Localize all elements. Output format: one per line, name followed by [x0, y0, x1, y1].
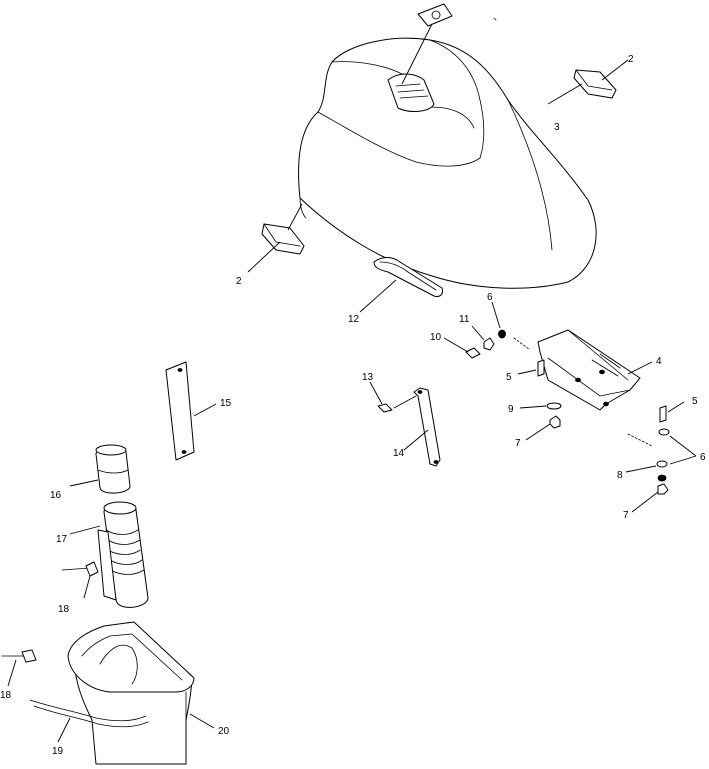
hood-bumper-part-2-left — [247, 203, 305, 273]
callout-13: 13 — [362, 372, 374, 383]
washer-part-9 — [519, 402, 562, 410]
washer-part-6-right — [627, 428, 697, 465]
strap-part-14 — [393, 387, 441, 467]
callout-19: 19 — [52, 746, 64, 757]
clamp-part-18-upper — [61, 561, 99, 599]
callout-17: 17 — [56, 534, 68, 545]
callout-2-left: 2 — [236, 276, 242, 287]
hood-bumper-part-2-right — [547, 59, 629, 105]
nut-part-11 — [471, 325, 495, 351]
callout-7-right: 7 — [623, 510, 629, 521]
plate-part-15 — [165, 361, 217, 461]
lock-washer-part-8 — [625, 460, 668, 482]
filter-part-16 — [69, 444, 131, 494]
hood-badge — [401, 3, 497, 85]
callout-16: 16 — [50, 490, 62, 501]
callout-7-middle: 7 — [515, 438, 521, 449]
trim-strip-part-12 — [359, 257, 443, 313]
callout-12: 12 — [348, 314, 360, 325]
callout-15: 15 — [220, 398, 232, 409]
airbox-part-20 — [67, 621, 215, 765]
bolt-part-5-middle — [517, 359, 545, 377]
callout-labels: 2 2 3 4 5 5 6 6 7 7 8 9 10 11 12 13 14 1… — [0, 54, 706, 757]
callout-3: 3 — [554, 122, 560, 133]
callout-20: 20 — [218, 726, 230, 737]
callout-6-right: 6 — [700, 452, 706, 463]
nut-part-7-middle — [525, 415, 561, 441]
callout-9: 9 — [508, 404, 514, 415]
nut-part-7-right — [631, 483, 669, 513]
lock-washer-part-6-upper — [491, 301, 531, 351]
hose-part-19 — [29, 699, 149, 743]
intake-tube-part-17 — [69, 501, 149, 608]
callout-10: 10 — [430, 332, 442, 343]
callout-5-right: 5 — [692, 396, 698, 407]
callout-18-upper: 18 — [58, 604, 70, 615]
callout-6-upper: 6 — [487, 292, 493, 303]
bracket-part-4 — [537, 329, 653, 411]
callout-4: 4 — [656, 356, 662, 367]
callout-2-right: 2 — [628, 54, 634, 65]
callout-11: 11 — [459, 314, 470, 325]
bolt-part-10 — [443, 337, 481, 359]
bolt-part-5-right — [659, 401, 685, 423]
callout-5-middle: 5 — [506, 372, 512, 383]
hood-part-3 — [298, 37, 597, 289]
screw-part-13 — [369, 381, 393, 413]
callout-8: 8 — [617, 470, 623, 481]
callout-18-lower: 18 — [0, 690, 12, 701]
clamp-part-18-lower — [1, 649, 37, 687]
callout-14: 14 — [393, 448, 405, 459]
